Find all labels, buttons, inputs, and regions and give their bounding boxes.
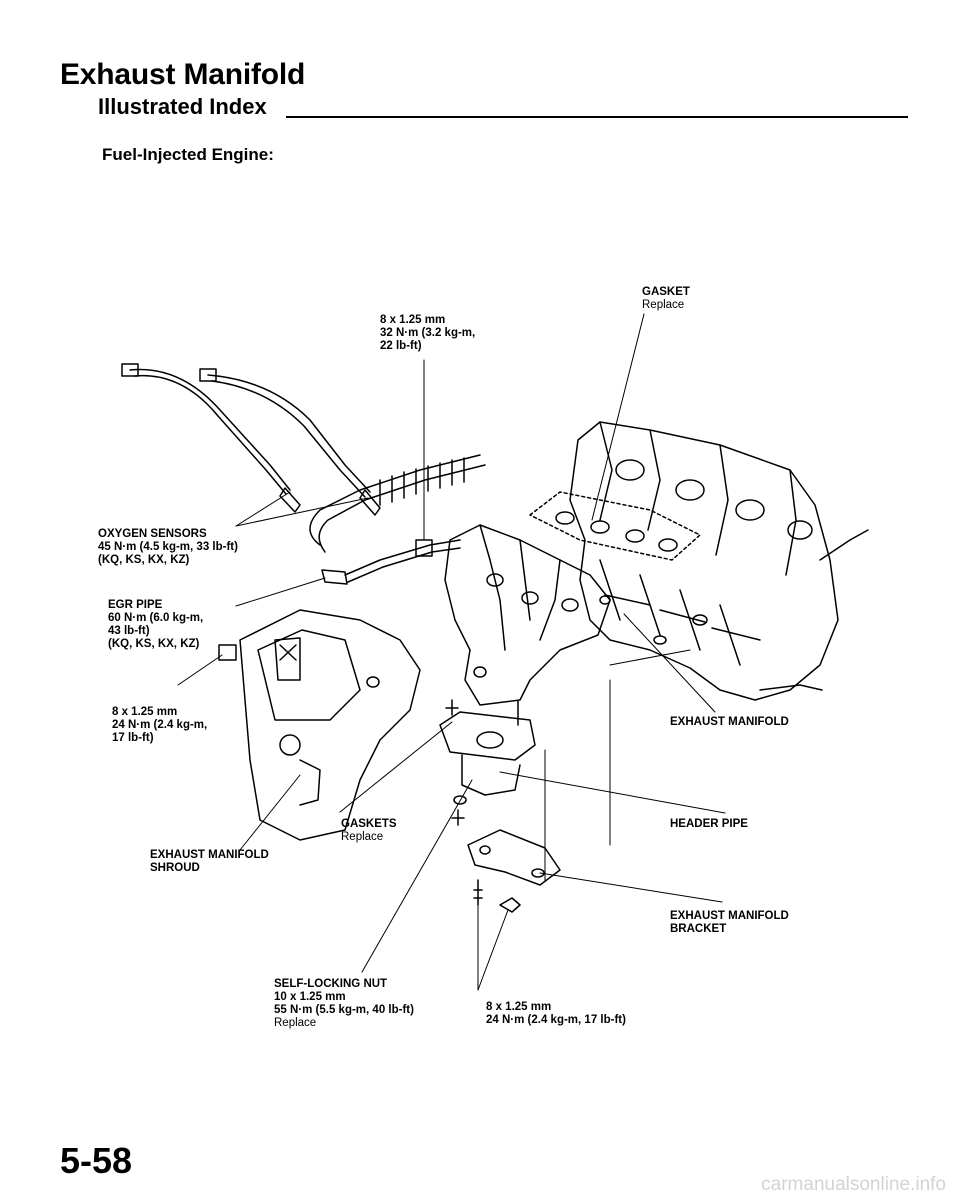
manifold-bracket-illustration: [467, 829, 561, 913]
gasket-top-name: GASKET: [642, 286, 690, 298]
head-gasket-illustration: [529, 491, 701, 561]
gaskets-name: GASKETS: [341, 818, 397, 830]
bolt-top-torque2: 22 lb-ft): [380, 340, 422, 352]
self-locking-nut-torque: 55 N·m (5.5 kg-m, 40 lb-ft): [274, 1004, 414, 1016]
bracket-name1: EXHAUST MANIFOLD: [670, 910, 789, 922]
egr-pipe-torque1: 60 N·m (6.0 kg-m,: [108, 612, 204, 624]
fastener-glyphs: [218, 539, 465, 826]
gasket-top-note: Replace: [642, 299, 685, 311]
gaskets-note: Replace: [341, 831, 384, 843]
bolt-bracket-size: 8 x 1.25 mm: [486, 1001, 552, 1013]
bolt-shroud-torque1: 24 N·m (2.4 kg-m,: [112, 719, 208, 731]
engine-block-illustration: [569, 421, 869, 701]
header-pipe-illustration: [439, 699, 536, 805]
self-locking-nut-name: SELF-LOCKING NUT: [274, 978, 388, 990]
watermark: carmanualsonline.info: [761, 1174, 946, 1195]
page-title: Exhaust Manifold: [60, 58, 306, 91]
egr-pipe-torque2: 43 lb-ft): [108, 625, 150, 637]
bolt-top-torque1: 32 N·m (3.2 kg-m,: [380, 327, 476, 339]
shroud-illustration: [239, 609, 421, 841]
header-pipe-label: HEADER PIPE: [670, 818, 748, 830]
self-locking-nut-size: 10 x 1.25 mm: [274, 991, 346, 1003]
oxygen-sensors-models: (KQ, KS, KX, KZ): [98, 554, 190, 566]
exhaust-manifold-label: EXHAUST MANIFOLD: [670, 716, 789, 728]
bolt-top-size: 8 x 1.25 mm: [380, 314, 446, 326]
exhaust-manifold-illustration: [444, 524, 611, 706]
bolt-shroud-size: 8 x 1.25 mm: [112, 706, 178, 718]
oxygen-sensors-name: OXYGEN SENSORS: [98, 528, 207, 540]
page-number: 5-58: [60, 1140, 133, 1181]
bracket-name2: BRACKET: [670, 923, 727, 935]
bolt-shroud-torque2: 17 lb-ft): [112, 732, 154, 744]
shroud-name2: SHROUD: [150, 862, 200, 874]
egr-pipe-illustration: [309, 454, 486, 585]
oxygen-sensors-torque: 45 N·m (4.5 kg-m, 33 lb-ft): [98, 541, 238, 553]
page-subtitle: Illustrated Index: [98, 94, 267, 119]
shroud-name1: EXHAUST MANIFOLD: [150, 849, 269, 861]
leader-lines: [177, 313, 726, 991]
egr-pipe-models: (KQ, KS, KX, KZ): [108, 638, 200, 650]
egr-pipe-name: EGR PIPE: [108, 599, 163, 611]
section-heading: Fuel-Injected Engine:: [102, 145, 274, 164]
oxygen-sensor-cables-illustration: [121, 363, 381, 516]
title-rule: [286, 116, 908, 118]
self-locking-nut-note: Replace: [274, 1017, 317, 1029]
bolt-bracket-torque: 24 N·m (2.4 kg-m, 17 lb-ft): [486, 1014, 626, 1026]
